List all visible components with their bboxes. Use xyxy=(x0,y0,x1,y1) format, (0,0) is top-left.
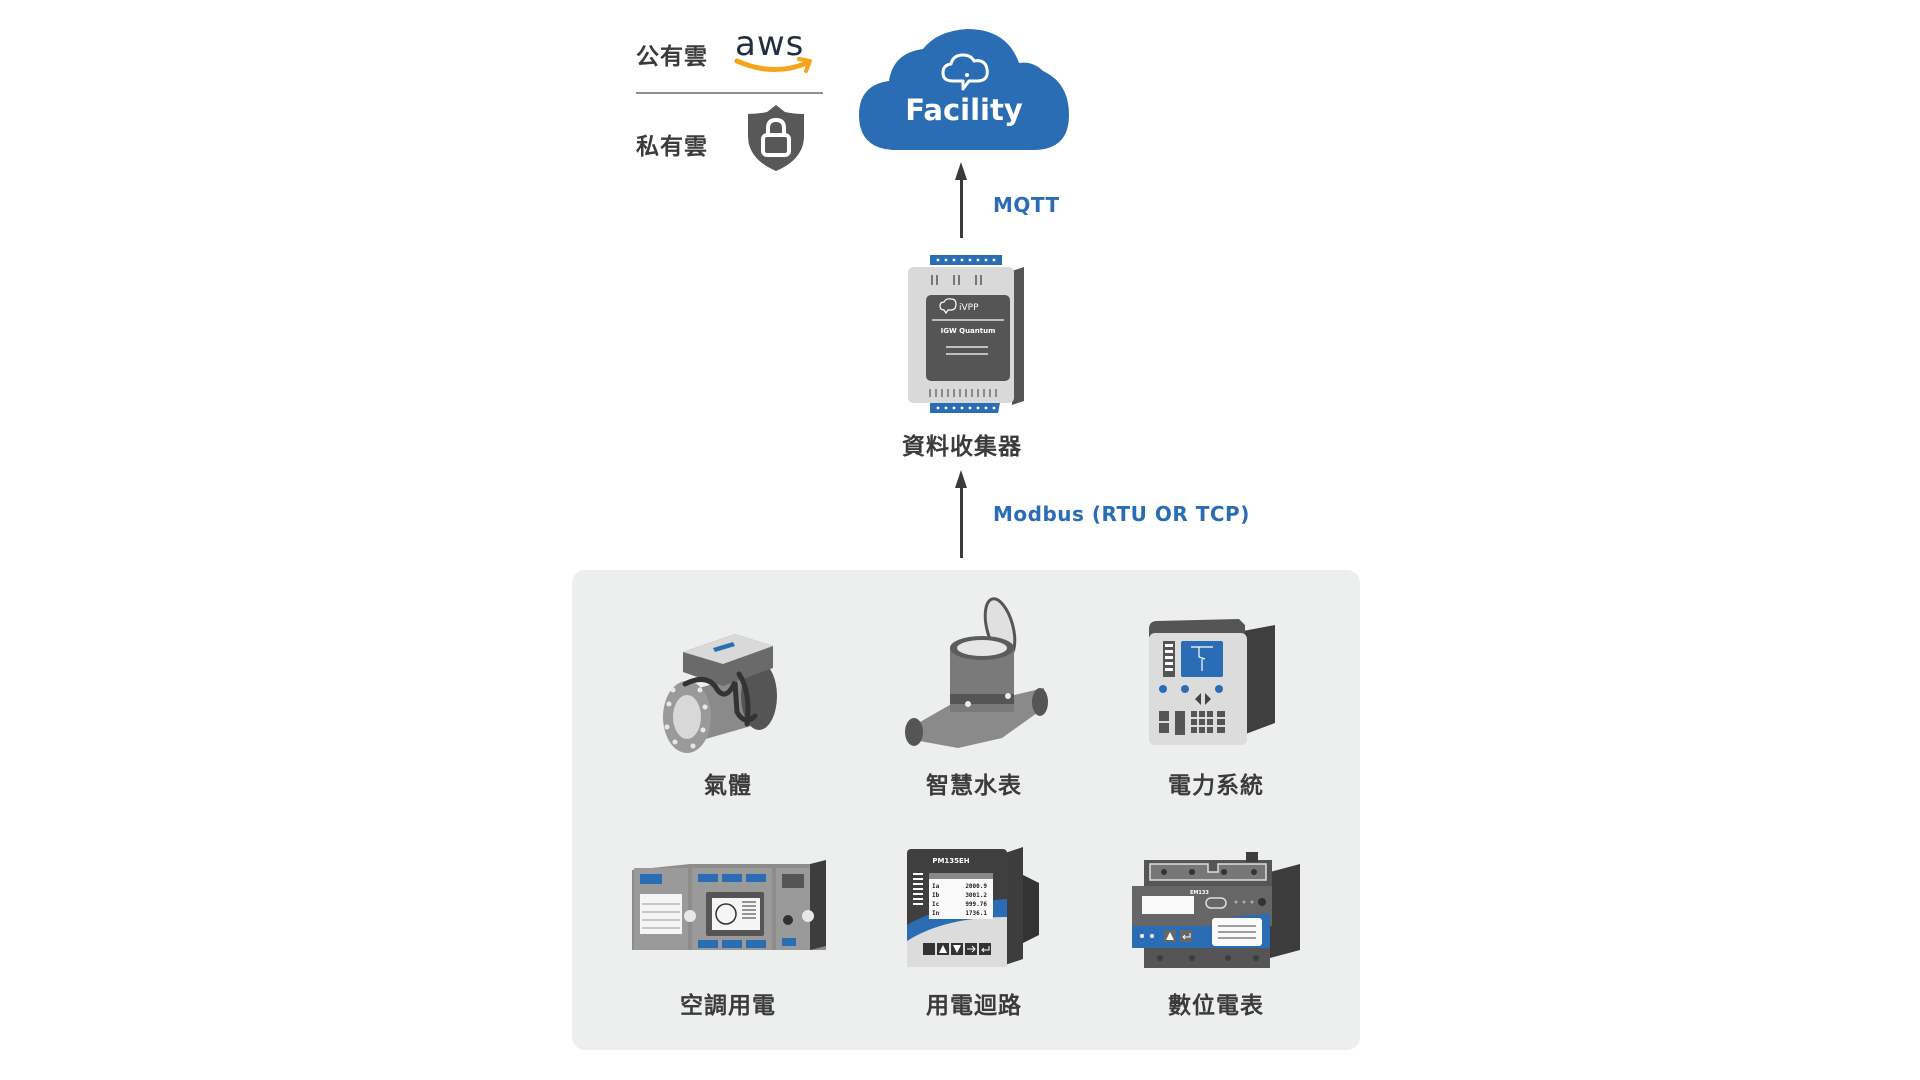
gateway-label: 資料收集器 xyxy=(902,434,1022,460)
protection-relay-icon xyxy=(1147,617,1277,747)
public-cloud-label: 公有雲 xyxy=(636,44,708,70)
legend-divider xyxy=(636,92,823,94)
mqtt-label: MQTT xyxy=(993,193,1060,217)
aws-logo-text: aws xyxy=(735,24,804,64)
facility-cloud: Facility xyxy=(857,27,1071,151)
power-meter-icon: PM135EH Ia 2000.9 Ib 3001.2 Ic 999.76 In… xyxy=(905,845,1039,969)
arrow-up-icon xyxy=(955,162,967,238)
power-meter-model: PM135EH xyxy=(932,857,969,865)
reading-name: Ic xyxy=(932,901,940,908)
private-cloud-label: 私有雲 xyxy=(636,134,708,160)
device-label: 電力系統 xyxy=(1168,773,1264,799)
gateway-device: iVPP IGW Quantum xyxy=(906,253,1026,415)
device-label: 智慧水表 xyxy=(926,773,1022,799)
modbus-label: Modbus (RTU OR TCP) xyxy=(993,502,1250,526)
gas-flow-meter-icon xyxy=(655,612,795,754)
device-label: 用電迴路 xyxy=(926,993,1022,1019)
water-meter-icon xyxy=(902,597,1048,752)
din-rail-meter-icon: EM133 xyxy=(1130,850,1302,968)
plc-controller-icon xyxy=(630,860,828,952)
reading-name: Ib xyxy=(932,892,940,899)
device-label: 氣體 xyxy=(704,773,752,799)
arrow-up-icon xyxy=(955,470,967,558)
reading-name: In xyxy=(932,910,940,917)
aws-logo-icon: aws xyxy=(733,24,815,75)
device-label: 數位電表 xyxy=(1168,993,1264,1019)
reading-value: 3001.2 xyxy=(965,892,987,899)
gateway-model: IGW Quantum xyxy=(941,327,996,335)
din-meter-model: EM133 xyxy=(1190,890,1209,896)
gateway-brand: iVPP xyxy=(959,303,979,313)
device-label: 空調用電 xyxy=(680,993,776,1019)
reading-value: 2000.9 xyxy=(965,883,987,890)
reading-value: 999.76 xyxy=(965,901,987,908)
cloud-speech-icon xyxy=(939,51,993,93)
reading-name: Ia xyxy=(932,883,940,890)
cloud-name: Facility xyxy=(905,93,1023,127)
reading-value: 1736.1 xyxy=(965,910,987,917)
lock-shield-icon xyxy=(746,104,806,172)
